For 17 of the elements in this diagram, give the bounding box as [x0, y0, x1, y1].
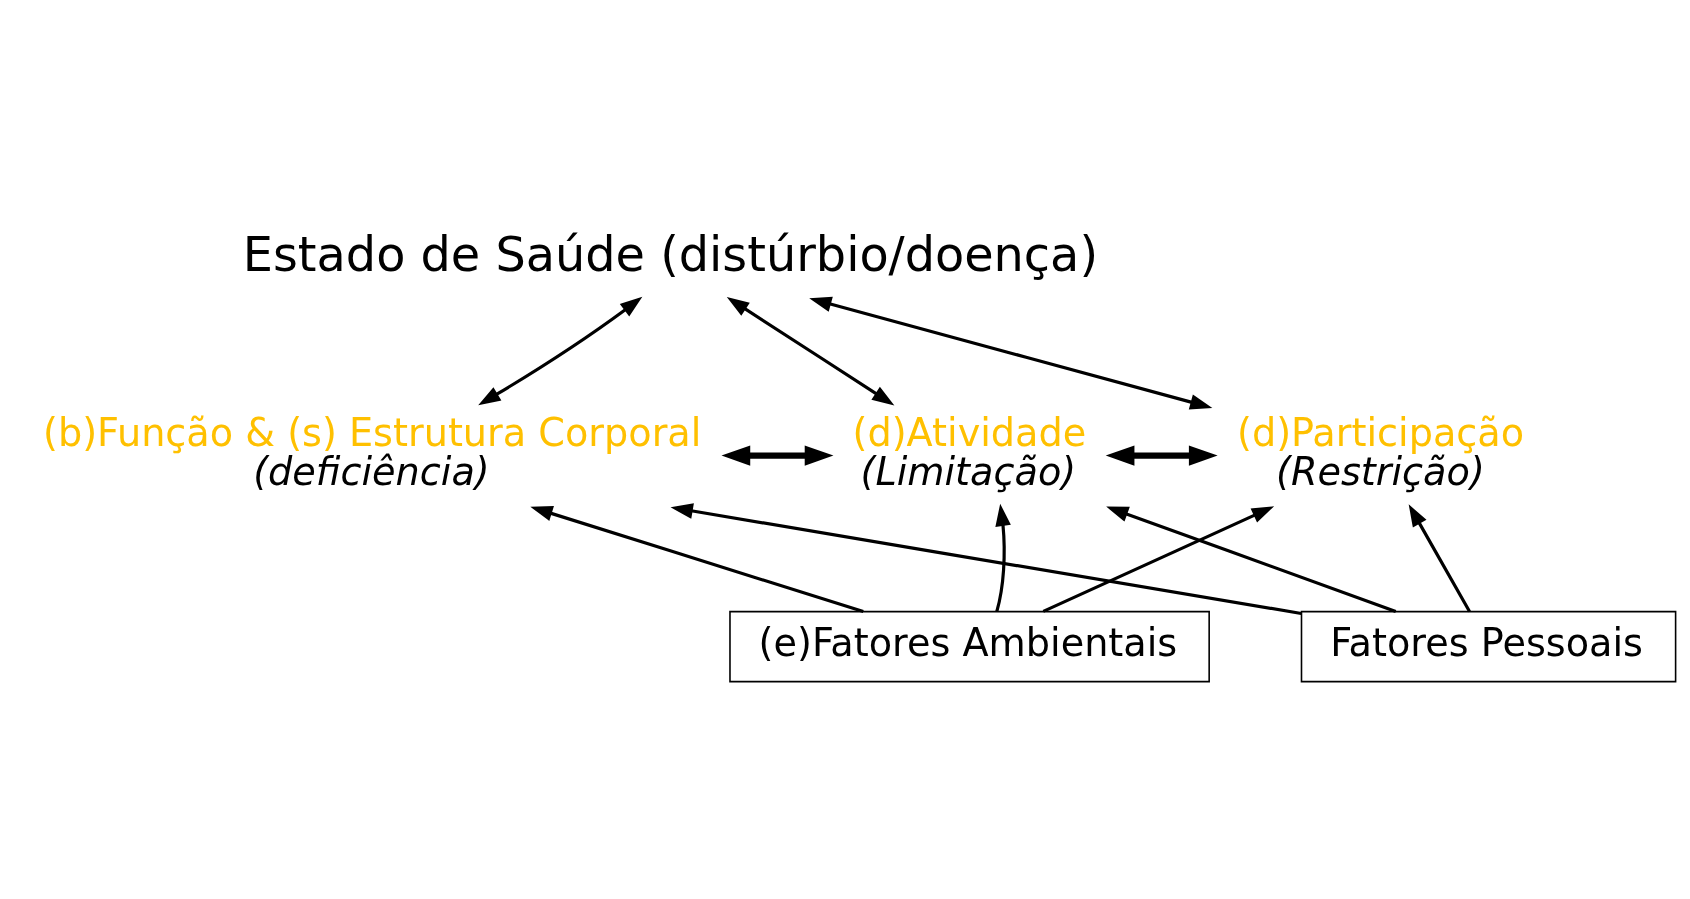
- node-text: (b)Função & (s) Estrutura Corporal (deficiência): [43, 410, 702, 494]
- node-text: Estado de Saúde (distúrbio/doença): [242, 226, 1099, 282]
- node-text: (d)Atividade (Limitação): [852, 410, 1087, 494]
- arrow: [478, 296, 643, 405]
- arrow: [721, 445, 834, 466]
- arrow: [670, 502, 1302, 615]
- arrow: [1106, 506, 1397, 613]
- node-box: (e)Fatores Ambientais: [729, 610, 1210, 682]
- node-box: Fatores Pessoais: [1300, 610, 1677, 682]
- arrow: [809, 296, 1213, 410]
- arrow: [726, 296, 895, 405]
- arrow: [1408, 503, 1471, 612]
- arrow: [1042, 505, 1275, 613]
- arrow: [1105, 445, 1218, 466]
- arrow: [995, 503, 1011, 612]
- node-text: (d)Participação (Restrição): [1237, 410, 1525, 494]
- arrow: [530, 505, 864, 613]
